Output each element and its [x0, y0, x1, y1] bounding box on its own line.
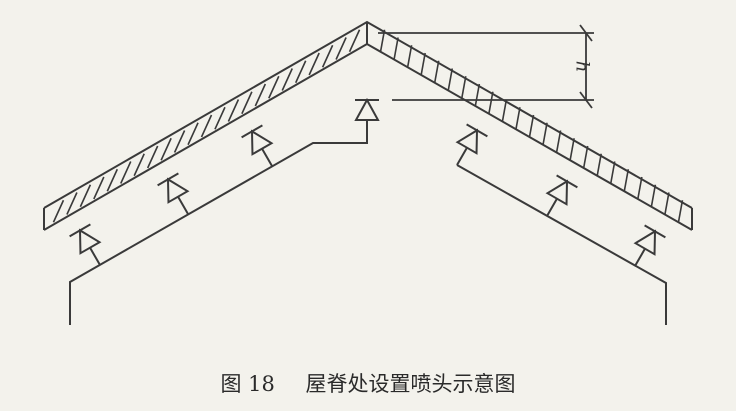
hatch-line [321, 44, 334, 68]
nozzle-deflector [69, 223, 91, 238]
nozzle-stem [634, 248, 646, 267]
hatch-line [461, 76, 467, 99]
nozzle-deflector [241, 124, 263, 139]
left-branch-pipe [69, 120, 368, 325]
nozzle-stem [456, 147, 468, 166]
hatch-line [582, 145, 589, 169]
sprinkler-head-icon [545, 174, 578, 217]
hatch-line [52, 199, 65, 223]
dimension-tick-bottom [579, 91, 593, 109]
hatch-line [308, 52, 320, 76]
figure-number: 图 18 [220, 372, 275, 396]
hatch-line [187, 122, 199, 146]
hatch-line [227, 99, 240, 122]
hatch-line [555, 130, 562, 153]
nozzle-body [455, 128, 479, 155]
hatch-line [348, 29, 361, 53]
hatch-line [488, 91, 494, 114]
hatch-line [254, 83, 267, 107]
hatch-line [200, 114, 213, 138]
sprinkler-head-icon [69, 223, 102, 266]
hatch-line [133, 153, 145, 177]
hatch-line [474, 83, 481, 107]
roof-outer-edge [43, 20, 693, 209]
hatch-line [528, 114, 535, 138]
hatch-line [515, 107, 521, 130]
hatch-line [542, 122, 548, 145]
sprinkler-pipes [69, 120, 667, 325]
hatch-line [433, 60, 440, 83]
sprinkler-head-icon [633, 224, 666, 267]
nozzle-deflector [157, 172, 179, 187]
hatch-line [406, 45, 413, 68]
nozzle-deflector [466, 123, 488, 138]
right-branch-pipe [456, 164, 667, 325]
roof-hatching [52, 29, 684, 223]
hatch-line [160, 137, 172, 161]
nozzle-body [250, 129, 274, 156]
hatch-line [420, 52, 426, 76]
hatch-line [677, 200, 684, 223]
dimension-label-h: h [571, 60, 593, 73]
sprinkler-head-icon [455, 123, 488, 166]
nozzle-stem [261, 148, 273, 167]
nozzle-deflector [644, 224, 666, 239]
hatch-line [447, 68, 454, 91]
hatch-line [335, 37, 347, 60]
hatch-line [294, 60, 307, 84]
dimension-h [378, 24, 594, 109]
hatch-line [569, 138, 575, 161]
nozzle-body [354, 97, 380, 121]
hatch-line [214, 106, 226, 130]
nozzle-deflector [556, 174, 578, 189]
hatch-line [268, 75, 280, 99]
sprinkler-head-icon [354, 97, 380, 121]
sprinkler-head-icon [241, 124, 274, 167]
nozzle-stem [546, 198, 558, 217]
hatch-line [596, 153, 602, 176]
figure-title: 屋脊处设置喷头示意图 [305, 372, 516, 396]
nozzle-body [166, 177, 190, 204]
hatch-line [66, 192, 78, 215]
nozzle-body [545, 179, 569, 206]
hatch-line [241, 91, 253, 115]
hatch-line [664, 192, 670, 215]
hatch-line [79, 184, 92, 208]
hatch-line [146, 145, 159, 169]
hatch-line [93, 176, 105, 200]
hatch-line [609, 161, 616, 184]
nozzle-stem [177, 196, 189, 215]
hatch-line [393, 37, 399, 60]
figure-caption: 图 18 屋脊处设置喷头示意图 [0, 368, 736, 398]
nozzle-stem [89, 247, 101, 266]
sprinkler-heads [69, 97, 666, 267]
hatch-line [106, 168, 119, 192]
hatch-line [281, 68, 293, 91]
hatch-line [120, 161, 132, 184]
hatch-line [637, 176, 643, 200]
hatch-line [173, 130, 186, 153]
hatch-line [501, 99, 508, 122]
nozzle-body [78, 228, 102, 255]
hatch-line [650, 184, 657, 207]
roof-slab [43, 20, 693, 231]
dimension-tick-top [579, 24, 593, 42]
hatch-line [623, 169, 630, 192]
sprinkler-head-icon [157, 172, 190, 215]
nozzle-body [633, 229, 657, 256]
